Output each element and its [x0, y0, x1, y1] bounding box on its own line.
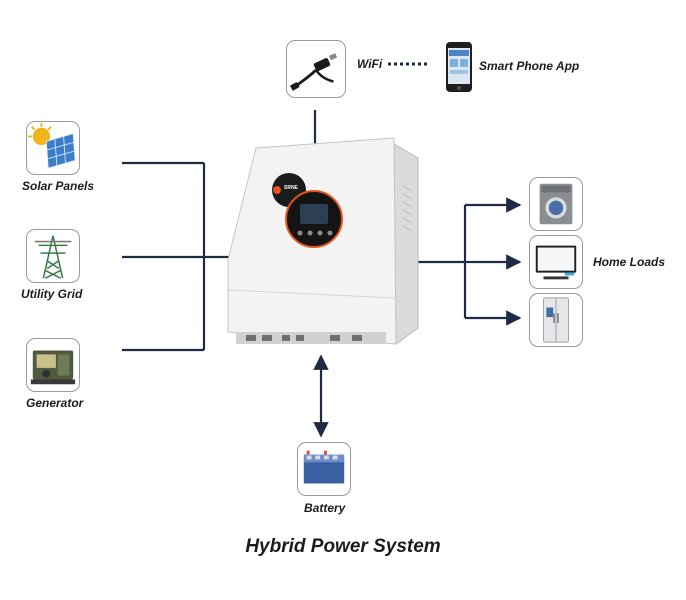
refrigerator-icon [543, 297, 569, 343]
solar-panels-box [26, 121, 80, 175]
home-loads-label: Home Loads [593, 255, 666, 269]
wifi-label: WiFi [357, 57, 383, 71]
solar-panel-icon [27, 122, 76, 169]
generator-box [26, 338, 80, 392]
battery-label: Battery [304, 501, 346, 515]
tv-box [529, 235, 583, 289]
power-tower-icon [34, 235, 72, 279]
inverter-brand-logo: SRNE [284, 185, 298, 191]
generator-label: Generator [26, 396, 84, 410]
washing-machine-icon [539, 183, 573, 225]
inverter-unit [227, 137, 419, 345]
solar-panels-label: Solar Panels [22, 179, 95, 193]
tv-icon [535, 245, 577, 280]
smartphone-icon [445, 41, 473, 93]
battery-icon [303, 450, 345, 484]
utility-grid-box [26, 229, 80, 283]
refrigerator-box [529, 293, 583, 347]
smart-phone-app-label: Smart Phone App [479, 59, 580, 73]
generator-icon [30, 350, 76, 385]
washing-machine-box [529, 177, 583, 231]
wifi-dongle-icon [289, 53, 338, 91]
diagram-title: Hybrid Power System [245, 536, 441, 557]
utility-grid-label: Utility Grid [21, 287, 83, 301]
wifi-box [286, 40, 346, 98]
battery-box [297, 442, 351, 496]
